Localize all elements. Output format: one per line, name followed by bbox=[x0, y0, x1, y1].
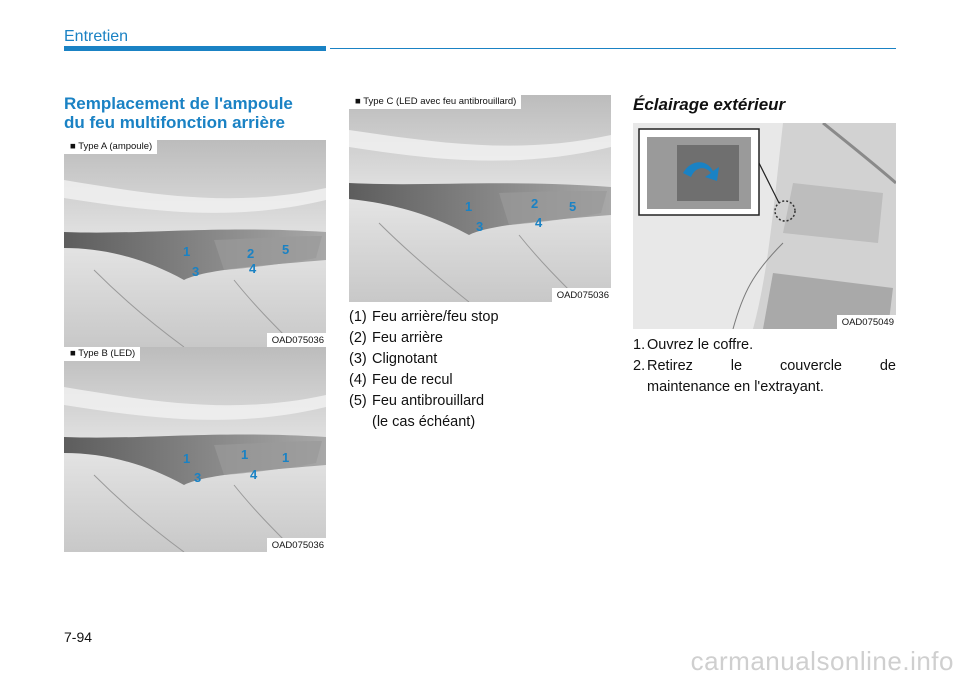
figure-trunk-code: OAD075049 bbox=[836, 315, 896, 329]
figure-type-a-code: OAD075036 bbox=[266, 333, 326, 347]
header-accent-bar bbox=[64, 46, 326, 51]
figure-type-b-code: OAD075036 bbox=[266, 538, 326, 552]
figure-type-a: 1 2 5 3 4 ■ Type A (ampoule) OAD075036 bbox=[64, 140, 326, 347]
header-section-title: Entretien bbox=[64, 28, 129, 45]
step-item: 2.Retirez le couvercle de bbox=[633, 358, 896, 374]
figure-type-c-label: ■ Type C (LED avec feu antibrouillard) bbox=[349, 95, 522, 109]
figure-type-b-label: ■ Type B (LED) bbox=[64, 347, 141, 361]
legend-item: (2)Feu arrière bbox=[349, 330, 443, 346]
taillight-illustration-b bbox=[64, 347, 326, 552]
legend-item: (5)Feu antibrouillard bbox=[349, 393, 485, 409]
callout-1: 1 bbox=[241, 447, 249, 462]
callout-4: 4 bbox=[535, 215, 543, 230]
legend-item: (4)Feu de recul bbox=[349, 372, 453, 388]
figure-type-c-code: OAD075036 bbox=[551, 288, 611, 302]
section-title-line1: Remplacement de l'ampoule bbox=[64, 94, 293, 113]
page-number: 7-94 bbox=[64, 629, 93, 645]
figure-type-b: 1 1 1 3 4 ■ Type B (LED) OAD075036 bbox=[64, 347, 326, 552]
bulb-legend: (1)Feu arrière/feu stop (2)Feu arrière (… bbox=[349, 307, 614, 433]
figure-type-a-label: ■ Type A (ampoule) bbox=[64, 140, 158, 154]
step-item: 1.Ouvrez le coffre. bbox=[633, 337, 754, 353]
callout-2: 2 bbox=[531, 196, 539, 211]
taillight-illustration-c bbox=[349, 95, 611, 302]
callout-4: 4 bbox=[249, 261, 257, 276]
callout-1: 1 bbox=[465, 199, 473, 214]
section-title-line2: du feu multifonction arrière bbox=[64, 113, 286, 132]
watermark: carmanualsonline.info bbox=[690, 646, 954, 676]
callout-5: 5 bbox=[569, 199, 577, 214]
callout-5: 5 bbox=[282, 242, 290, 257]
callout-3: 3 bbox=[194, 470, 202, 485]
callout-1: 1 bbox=[183, 244, 191, 259]
header-rule bbox=[330, 48, 896, 49]
taillight-illustration-a bbox=[64, 140, 326, 347]
legend-item: (1)Feu arrière/feu stop bbox=[349, 309, 499, 325]
figure-trunk: OAD075049 bbox=[633, 123, 896, 329]
figure-type-c: 1 2 5 3 4 ■ Type C (LED avec feu antibro… bbox=[349, 95, 611, 302]
exterior-lighting-title: Éclairage extérieur bbox=[633, 95, 786, 114]
callout-3: 3 bbox=[192, 264, 200, 279]
procedure-steps: 1.Ouvrez le coffre. 2.Retirez le couverc… bbox=[633, 335, 896, 398]
callout-3: 3 bbox=[476, 219, 484, 234]
legend-item-continuation: (le cas échéant) bbox=[372, 414, 476, 430]
callout-1: 1 bbox=[282, 450, 290, 465]
callout-4: 4 bbox=[250, 467, 258, 482]
trunk-illustration bbox=[633, 123, 896, 329]
legend-item: (3)Clignotant bbox=[349, 351, 438, 367]
callout-2: 2 bbox=[247, 246, 255, 261]
step-item-continuation: maintenance en l'extrayant. bbox=[647, 379, 824, 395]
callout-1: 1 bbox=[183, 451, 191, 466]
section-title: Remplacement de l'ampoule du feu multifo… bbox=[64, 94, 326, 132]
